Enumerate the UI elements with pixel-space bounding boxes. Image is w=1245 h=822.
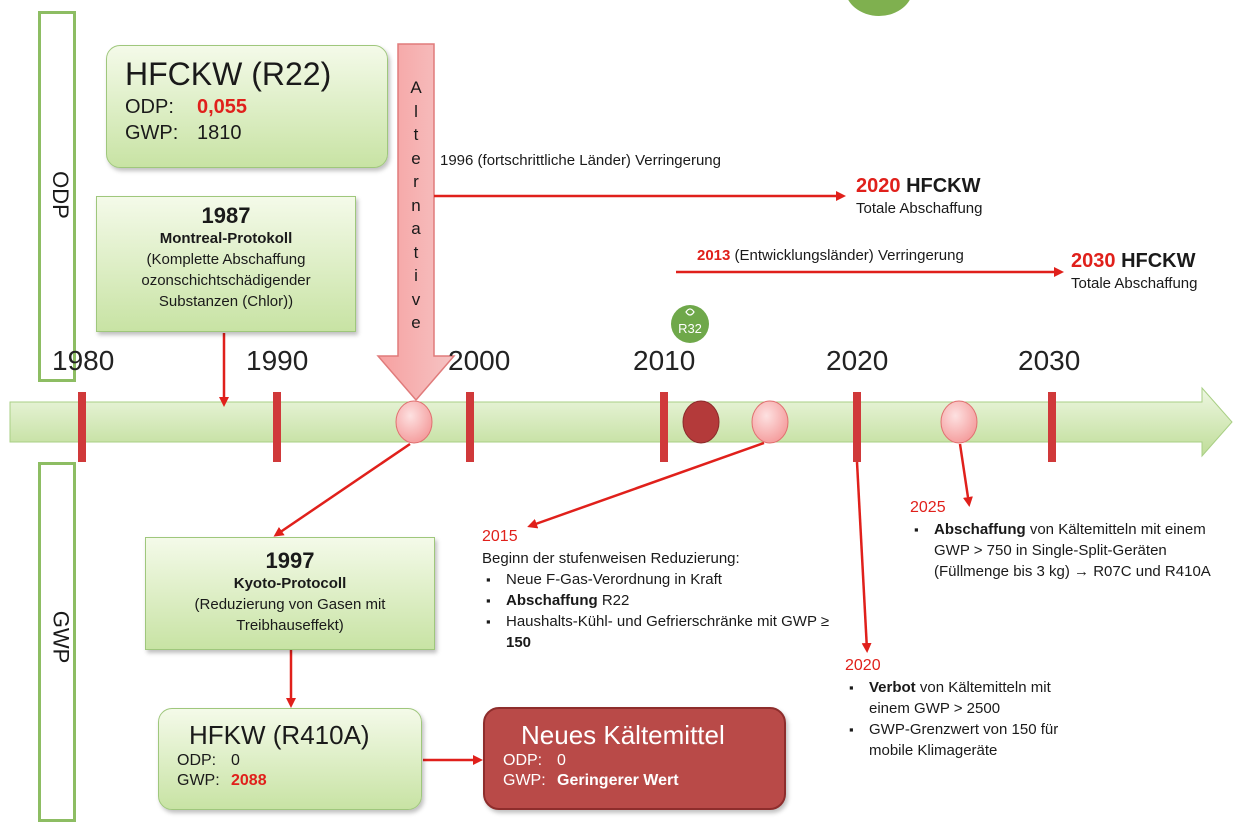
new-refrigerant-box: Neues Kältemittel ODP: 0 GWP: Geringerer… [483,707,786,810]
alternative-label: A l t e r n a t i v e [398,76,434,335]
alternative-letter: e [411,148,421,168]
year-label-2030: 2030 [1018,345,1081,376]
hfkw-r410a-box: HFKW (R410A) ODP: 0 GWP: 2088 [158,708,422,810]
tick-1980 [78,392,86,462]
r32-logo-text: R32 [678,321,702,336]
event-2025-block: 2025 Abschaffung von Kältemitteln mit ei… [910,497,1230,582]
arrow-2025-down [958,443,973,507]
event-2015-intro: Beginn der stufenweisen Reduzierung: [482,550,740,567]
new-title: Neues Kältemittel [521,720,725,750]
hfckw-2020-desc: Totale Abschaffung [856,200,983,217]
reduction-2013-desc: (Entwicklungsländer) Verringerung [734,247,964,264]
odp-label: ODP: [503,752,543,769]
hfckw-2020-year: 2020 [856,175,901,197]
kyoto-box: 1997 Kyoto-Protocoll (Reduzierung von Ga… [145,537,435,650]
alternative-letter: r [413,172,419,191]
event-2020-list: Verbot von Kältemitteln mit einem GWP > … [845,677,1065,761]
event-2020-item: Verbot von Kältemitteln mit einem GWP > … [845,677,1065,719]
reduction-1996-text: 1996 (fortschrittliche Länder) Verringer… [440,152,721,169]
alternative-letter: l [414,101,418,121]
hfckw-2020-note: 2020 HFCKW Totale Abschaffung [856,174,983,219]
gwp-label: GWP: [125,122,179,144]
timeline-arrow [9,386,1233,458]
hfckw-title: HFCKW (R22) [125,56,332,92]
alternative-arrow [376,43,456,402]
odp-value: 0 [231,752,240,769]
alternative-letter: v [411,289,421,309]
arrow-2020-down [855,461,872,653]
year-label-1990: 1990 [246,345,309,376]
reduction-2013-text: 2013 (Entwicklungsländer) Verringerung [697,245,964,266]
tick-2010 [660,392,668,462]
event-2015-block: 2015 Beginn der stufenweisen Reduzierung… [482,526,852,653]
year-label-2010: 2010 [633,345,696,376]
event-circle-2015 [751,400,789,444]
event-2025-list: Abschaffung von Kältemitteln mit einem G… [910,519,1230,582]
montreal-year: 1987 [201,203,251,228]
decor-top-circle [848,0,910,16]
hfckw-2030-name: HFCKW [1121,250,1196,272]
year-label-1980: 1980 [52,345,115,376]
odp-side-label: ODP [47,171,73,219]
tick-1990 [273,392,281,462]
odp-label: ODP: [177,752,217,769]
gwp-label: GWP: [503,772,546,789]
alternative-letter: n [411,195,421,215]
tick-2020 [853,392,861,462]
event-2015-list: Neue F-Gas-Verordnung in Kraft Abschaffu… [482,569,852,653]
event-2025-item: Abschaffung von Kältemitteln mit einem G… [910,519,1230,582]
event-2020-item: GWP-Grenzwert von 150 für mobile Klimage… [845,719,1065,761]
event-2020-year: 2020 [845,657,881,674]
hfckw-r22-box: HFCKW (R22) ODP: 0,055 GWP: 1810 [106,45,388,168]
gwp-value: Geringerer Wert [557,772,679,789]
arrow-1996-to-kyoto [273,442,411,537]
montreal-desc: (Komplette Abschaffung ozonschichtschädi… [141,251,311,310]
hfckw-2030-desc: Totale Abschaffung [1071,275,1198,292]
hfkw-title: HFKW (R410A) [189,720,370,750]
event-circle-1996 [395,400,433,444]
leaf-icon [685,308,695,316]
gwp-side-label: GWP [48,610,74,664]
event-circle-2025 [940,400,978,444]
gwp-label: GWP: [177,772,220,789]
alternative-letter: t [413,242,419,262]
gwp-value: 1810 [197,122,242,144]
alternative-letter: e [411,313,421,332]
kyoto-title: Kyoto-Protocoll [233,575,347,592]
kyoto-desc: (Reduzierung von Gasen mit Treibhauseffe… [194,596,386,634]
alternative-letter: A [410,78,422,97]
reduction-2013-year: 2013 [697,247,731,264]
alternative-letter: i [414,266,418,285]
event-2015-item: Neue F-Gas-Verordnung in Kraft [482,569,852,590]
odp-value: 0 [557,752,566,769]
event-2015-year: 2015 [482,528,518,545]
event-2020-block: 2020 Verbot von Kältemitteln mit einem G… [845,655,1065,761]
hfckw-2020-name: HFCKW [906,175,981,197]
montreal-title: Montreal-Protokoll [159,230,293,247]
tick-2000 [466,392,474,462]
event-circle-2012 [682,400,720,444]
year-label-2020: 2020 [826,345,889,376]
montreal-box: 1987 Montreal-Protokoll (Komplette Absch… [96,196,356,332]
year-label-2000: 2000 [448,345,511,376]
odp-value: 0,055 [197,96,248,118]
odp-label: ODP: [125,96,174,118]
kyoto-year: 1997 [265,548,315,573]
event-2015-item: Haushalts-Kühl- und Gefrierschränke mit … [482,611,856,653]
event-2025-year: 2025 [910,499,946,516]
r32-logo-circle [671,305,709,343]
event-2015-item: Abschaffung R22 [482,590,852,611]
alternative-letter: a [411,219,421,238]
arrow-2015-down [527,441,765,529]
alternative-letter: t [413,125,419,144]
gwp-value: 2088 [231,772,267,789]
odp-frame [38,11,76,382]
hfckw-2030-note: 2030 HFCKW Totale Abschaffung [1071,249,1198,294]
hfckw-2030-year: 2030 [1071,250,1116,272]
tick-2030 [1048,392,1056,462]
